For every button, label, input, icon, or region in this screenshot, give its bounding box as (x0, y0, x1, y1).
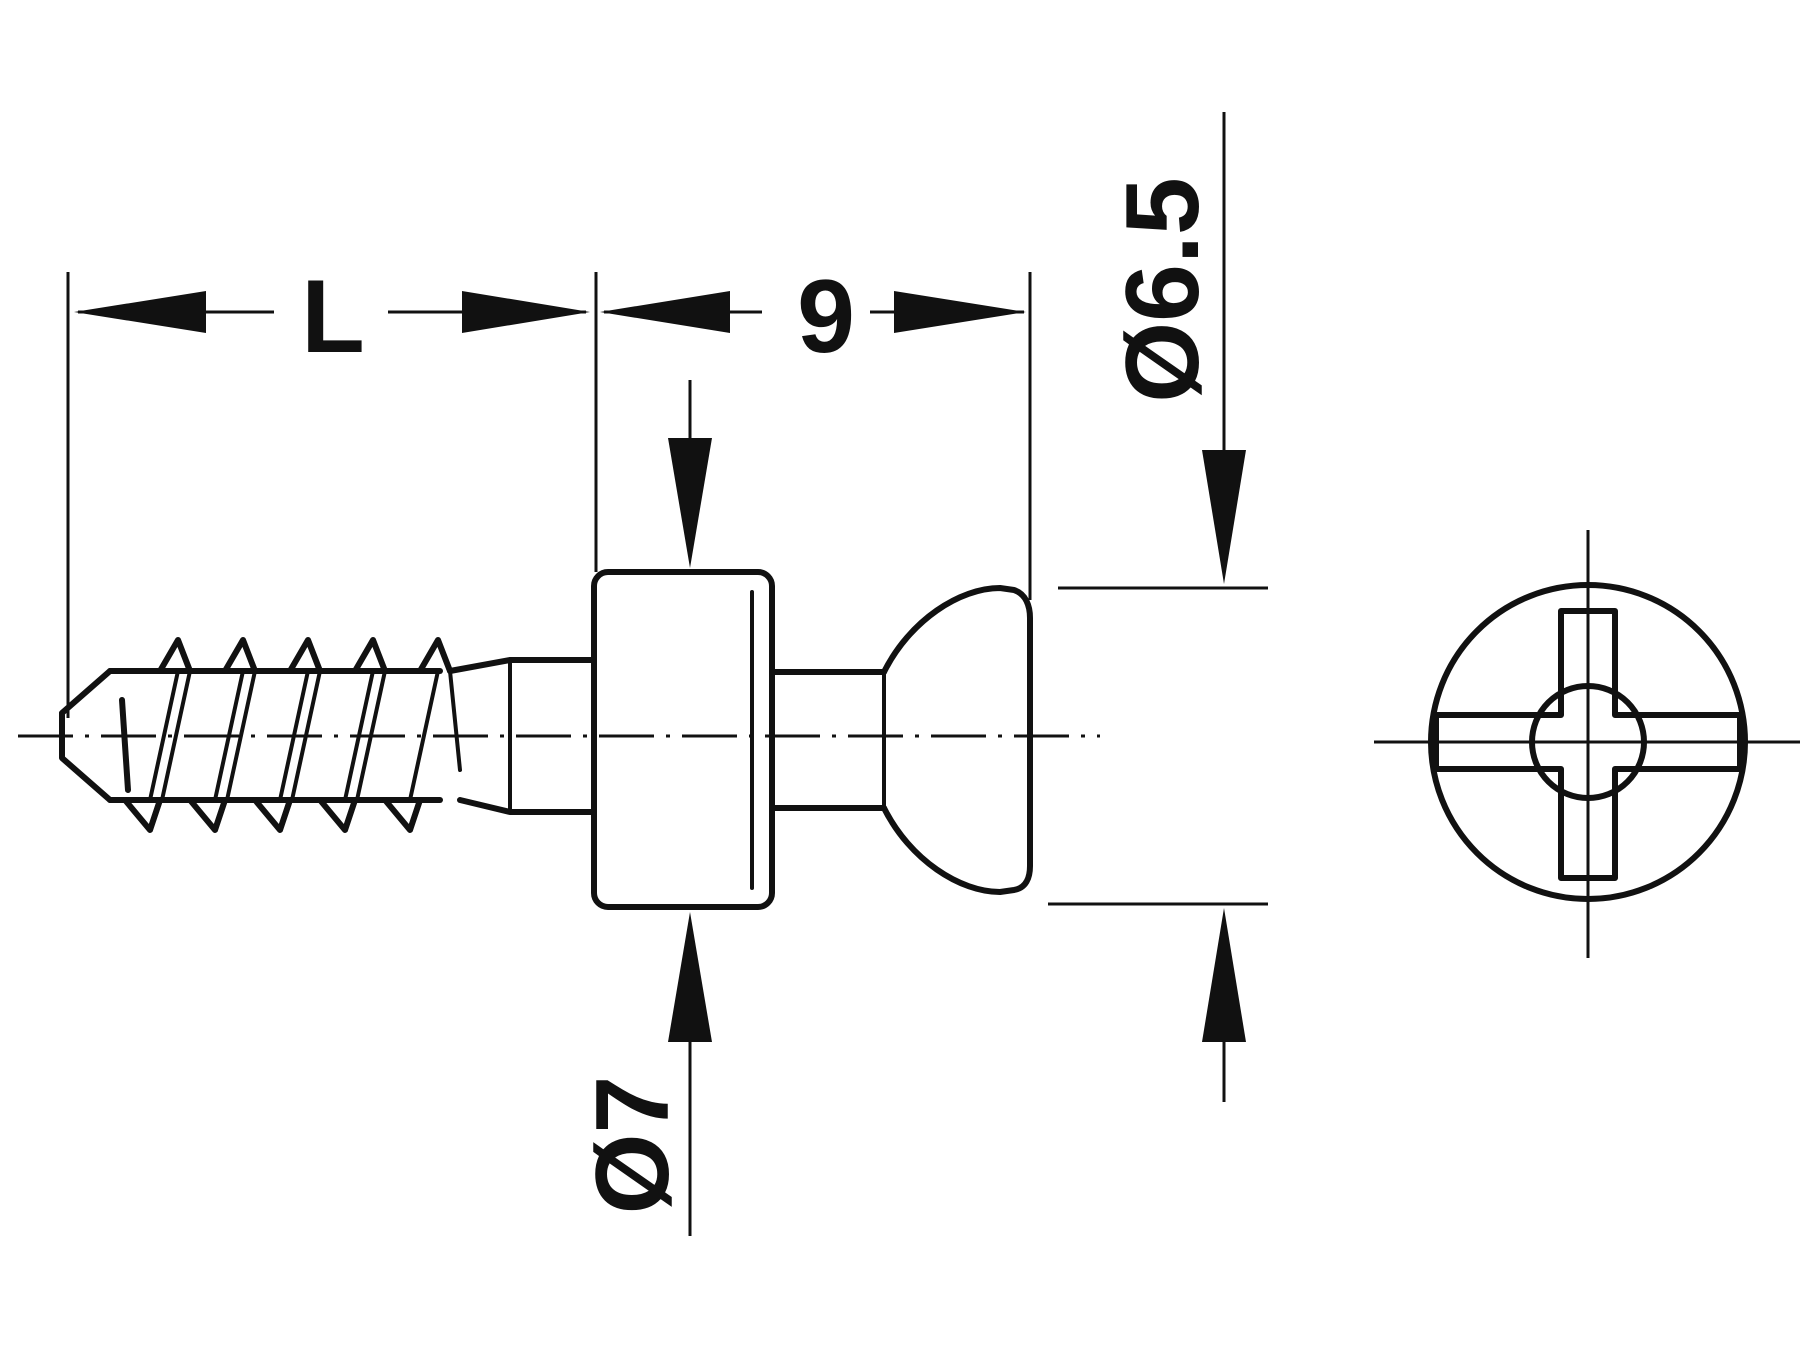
dimension-head-diameter: Ø6.5 (1105, 112, 1246, 1102)
dimension-length: L (74, 259, 590, 375)
arrow-right-icon (894, 291, 1026, 333)
length-label: L (301, 259, 365, 375)
threaded-shank (59, 637, 597, 833)
arrow-up-icon (1202, 908, 1246, 1042)
collar (591, 569, 775, 910)
cross-recess-icon (1433, 608, 1743, 881)
arrow-left-icon (600, 291, 730, 333)
head-diameter-label: Ø6.5 (1105, 177, 1221, 402)
arrow-left-icon (74, 291, 206, 333)
extension-lines (66, 272, 1268, 906)
dimension-head-length: 9 (600, 259, 1026, 375)
arrow-down-icon (1202, 450, 1246, 584)
arrow-right-icon (462, 291, 590, 333)
screw-end-view (1374, 530, 1800, 958)
screw-side-view (18, 569, 1100, 910)
dimension-collar-diameter: Ø7 (575, 380, 712, 1236)
head-length-label: 9 (797, 259, 855, 375)
arrow-down-icon (668, 438, 712, 568)
center-hole (1529, 683, 1647, 801)
collar-diameter-label: Ø7 (575, 1076, 691, 1215)
arrow-up-icon (668, 912, 712, 1042)
head-outline-circle (1428, 582, 1748, 902)
neck (769, 669, 887, 811)
ball-head (881, 585, 1033, 895)
